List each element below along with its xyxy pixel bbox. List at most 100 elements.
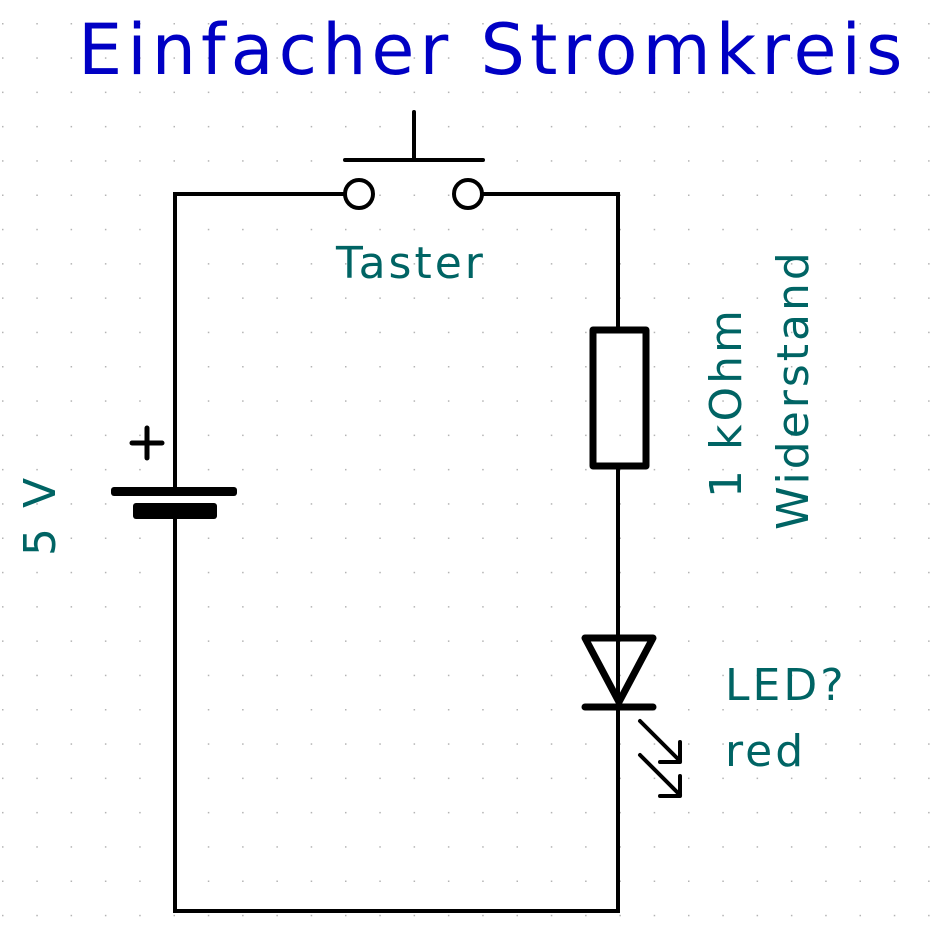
grid-dot [104,57,107,59]
grid-dot [585,331,587,334]
grid-dot [2,331,4,334]
grid-dot [825,297,827,299]
grid-dot [70,228,73,231]
battery-symbol[interactable] [111,425,237,519]
grid-dot [722,434,724,437]
grid-dot [825,674,827,677]
grid-dot [722,811,724,814]
grid-dot [139,571,141,574]
grid-dot [242,91,244,94]
grid-dot [619,880,621,882]
grid-dot [790,91,793,94]
grid-dot [516,23,518,25]
grid-dot [756,91,759,94]
grid-dot [310,674,313,677]
grid-dot [345,777,347,780]
grid-dot [310,503,313,505]
grid-dot [585,743,587,745]
grid-dot [242,640,244,642]
grid-dot [207,640,210,642]
grid-dot [859,194,861,196]
grid-dot [756,331,759,334]
grid-dot [790,400,793,402]
grid-dot [207,400,210,402]
grid-dot [379,743,381,745]
grid-dot [207,914,210,917]
grid-dot [413,366,416,368]
grid-dot [688,709,690,711]
grid-dot [893,537,896,539]
grid-dot [859,571,861,574]
grid-dot [688,23,690,25]
grid-dot [70,743,73,745]
grid-dot [276,709,278,711]
grid-dot [70,91,73,94]
grid-dot [447,880,450,882]
grid-dot [379,366,381,368]
grid-dot [619,743,621,745]
grid-dot [36,880,38,882]
grid-dot [928,674,930,677]
grid-dot [928,914,930,917]
grid-dot [36,331,38,334]
grid-dot [2,640,4,642]
grid-dot [345,23,347,25]
grid-dot [859,880,861,882]
grid-dot [413,914,416,917]
led-symbol[interactable] [581,634,682,798]
grid-dot [482,366,484,368]
grid-dot [447,91,450,94]
grid-dot [825,434,827,437]
grid-dot [36,777,38,780]
grid-dot [790,537,793,539]
grid-dot [516,263,518,265]
grid-dot [70,194,73,196]
grid-dot [893,914,896,917]
wires [173,192,620,913]
grid-dot [242,366,244,368]
grid-dot [859,606,861,608]
grid-dot [516,160,518,162]
grid-dot [310,297,313,299]
grid-dot [345,503,347,505]
grid-dot [242,914,244,917]
grid-dot [928,571,930,574]
grid-dot [756,606,759,608]
grid-dot [482,777,484,780]
grid-dot [413,880,416,882]
resistor-symbol[interactable] [589,326,650,470]
grid-dot [310,91,313,94]
grid-dot [173,160,175,162]
grid-dot [207,125,210,128]
grid-dot [756,263,759,265]
grid-dot [550,674,553,677]
grid-dot [70,400,73,402]
grid-dot [653,125,656,128]
grid-dot [447,125,450,128]
grid-dot [482,811,484,814]
grid-dot [345,846,347,848]
grid-dot [276,160,278,162]
grid-dot [859,674,861,677]
grid-dot [688,194,690,196]
grid-dot [516,91,518,94]
grid-dot [242,777,244,780]
push-button-switch[interactable] [343,110,485,210]
grid-dot [482,434,484,437]
grid-dot [173,91,175,94]
grid-dot [516,537,518,539]
grid-dot [928,811,930,814]
grid-dot [619,777,621,780]
grid-dot [139,434,141,437]
grid-dot [585,263,587,265]
grid-dot [859,125,861,128]
grid-dot [139,263,141,265]
grid-dot [207,23,210,25]
grid-dot [619,160,621,162]
grid-dot [173,914,175,917]
grid-dot [413,571,416,574]
grid-dot [688,743,690,745]
grid-dot [688,571,690,574]
grid-dot [276,400,278,402]
grid-dot [70,537,73,539]
